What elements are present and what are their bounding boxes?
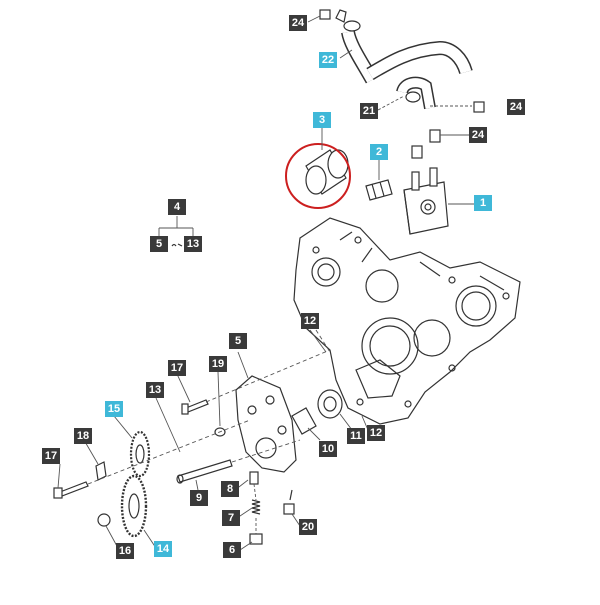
callout-5-pump-body: 5	[229, 333, 247, 349]
hose-clamp-parts	[319, 9, 485, 159]
callout-17-bolt-top: 17	[168, 360, 186, 376]
callout-13-pin: 13	[146, 382, 164, 398]
callout-19-bolt: 19	[209, 356, 227, 372]
callout-7-spring: 7	[222, 510, 240, 526]
oil-cooler-part	[403, 167, 449, 235]
callout-5-group: 5	[150, 236, 168, 252]
callout-17-bolt-left: 17	[42, 448, 60, 464]
callout-12-top: 12	[301, 313, 319, 329]
callout-1-oil-cooler: 1	[474, 195, 492, 211]
callout-2-connector: 2	[370, 144, 388, 160]
callout-11-rotor: 11	[347, 428, 365, 444]
callout-24-clamp-right: 24	[507, 99, 525, 115]
oil-filter-part	[285, 143, 351, 209]
callout-15-gear: 15	[105, 401, 123, 417]
pump-shaft-part	[176, 459, 233, 484]
elbow-hose-part	[396, 76, 436, 110]
small-pin-parts	[171, 243, 183, 247]
callout-14-gear: 14	[154, 541, 172, 557]
engine-front-housing-part	[293, 217, 521, 425]
callout-18-washer: 18	[74, 428, 92, 444]
leader-lines	[57, 15, 474, 551]
callout-16-nut: 16	[116, 543, 134, 559]
callout-3-oil-filter: 3	[313, 112, 331, 128]
callout-4: 4	[168, 199, 186, 215]
callout-12-bottom: 12	[367, 425, 385, 441]
callout-13-group: 13	[184, 236, 202, 252]
callout-8-pin: 8	[221, 481, 239, 497]
callout-20-bolt: 20	[299, 519, 317, 535]
callout-6-plug: 6	[223, 542, 241, 558]
pump-rotor-parts	[291, 389, 343, 435]
drive-gear-parts	[120, 430, 151, 538]
callout-24-clamp-top: 24	[289, 15, 307, 31]
callout-24-clamp-mid: 24	[469, 127, 487, 143]
hose-part	[335, 9, 473, 84]
callout-9-shaft: 9	[190, 490, 208, 506]
callout-10-rotor: 10	[319, 441, 337, 457]
callout-22-hose: 22	[319, 52, 337, 68]
callout-21-elbow: 21	[360, 103, 378, 119]
oil-pump-body-part	[235, 375, 297, 473]
connector-bolt-part	[365, 179, 393, 201]
